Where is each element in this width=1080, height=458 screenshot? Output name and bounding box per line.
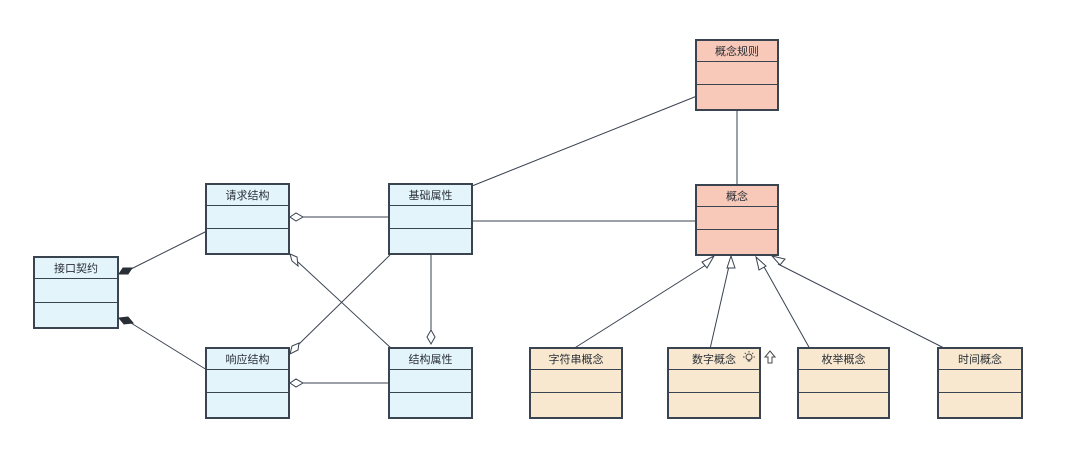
class-operations [35, 303, 117, 327]
generalization-arrowhead [755, 255, 767, 271]
class-attributes [207, 206, 288, 230]
composition-diamond [118, 267, 133, 275]
class-title: 响应结构 [207, 349, 288, 371]
class-base-attr[interactable]: 基础属性 [388, 183, 473, 255]
link-base-attr-concept-rule [471, 95, 698, 187]
aggregation-diamond [289, 378, 305, 388]
class-operations [697, 85, 777, 109]
class-operations [799, 393, 888, 417]
link-contract-request [130, 230, 208, 270]
class-operations [697, 230, 777, 254]
class-attributes [531, 370, 621, 394]
class-title: 基础属性 [390, 185, 471, 207]
class-struct-attr[interactable]: 结构属性 [388, 347, 473, 419]
class-operations [390, 393, 471, 417]
link-string-concept [572, 262, 710, 350]
class-operations [531, 393, 621, 417]
class-attributes [799, 370, 888, 394]
class-time-concept[interactable]: 时间概念 [937, 347, 1023, 419]
arrow-up-icon[interactable] [763, 350, 777, 366]
lightbulb-icon[interactable] [742, 350, 756, 366]
class-enum-concept[interactable]: 枚举概念 [797, 347, 890, 419]
class-attributes [669, 370, 759, 394]
class-title: 接口契约 [35, 258, 117, 280]
class-attributes [35, 279, 117, 303]
class-operations [207, 393, 288, 417]
class-title: 枚举概念 [799, 349, 888, 371]
class-attributes [207, 370, 288, 394]
class-attributes [697, 62, 777, 86]
class-concept[interactable]: 概念 [695, 184, 779, 256]
class-title: 结构属性 [390, 349, 471, 371]
generalization-arrowhead [701, 254, 716, 269]
class-response-struct[interactable]: 响应结构 [205, 347, 290, 419]
link-contract-response [130, 322, 208, 371]
class-request-struct[interactable]: 请求结构 [205, 183, 290, 255]
class-title: 概念规则 [697, 41, 777, 63]
class-title: 字符串概念 [531, 349, 621, 371]
generalization-arrowhead [770, 255, 786, 266]
class-string-concept[interactable]: 字符串概念 [529, 347, 623, 419]
class-title: 数字概念 [669, 349, 759, 371]
link-number-concept [709, 265, 730, 350]
class-number-concept[interactable]: 数字概念 [667, 347, 761, 419]
link-request-struct-attr [297, 261, 393, 350]
class-attributes [390, 206, 471, 230]
generalization-arrowhead [726, 254, 736, 269]
class-title: 时间概念 [939, 349, 1021, 371]
aggregation-diamond [426, 328, 436, 346]
class-operations [939, 393, 1021, 417]
link-base-attr-response [297, 254, 391, 346]
class-attributes [939, 370, 1021, 394]
aggregation-diamond [289, 253, 299, 268]
class-operations [390, 229, 471, 253]
class-title: 请求结构 [207, 185, 288, 207]
class-operations [669, 393, 759, 417]
link-time-concept [777, 263, 947, 350]
class-attributes [697, 207, 777, 231]
class-operations [207, 229, 288, 253]
class-concept-rule[interactable]: 概念规则 [695, 39, 779, 111]
class-title: 概念 [697, 186, 777, 208]
link-enum-concept [762, 264, 811, 350]
class-interface-contract[interactable]: 接口契约 [33, 256, 119, 329]
aggregation-diamond [289, 212, 305, 222]
aggregation-diamond [289, 342, 300, 355]
class-attributes [390, 370, 471, 394]
composition-diamond [118, 316, 134, 325]
